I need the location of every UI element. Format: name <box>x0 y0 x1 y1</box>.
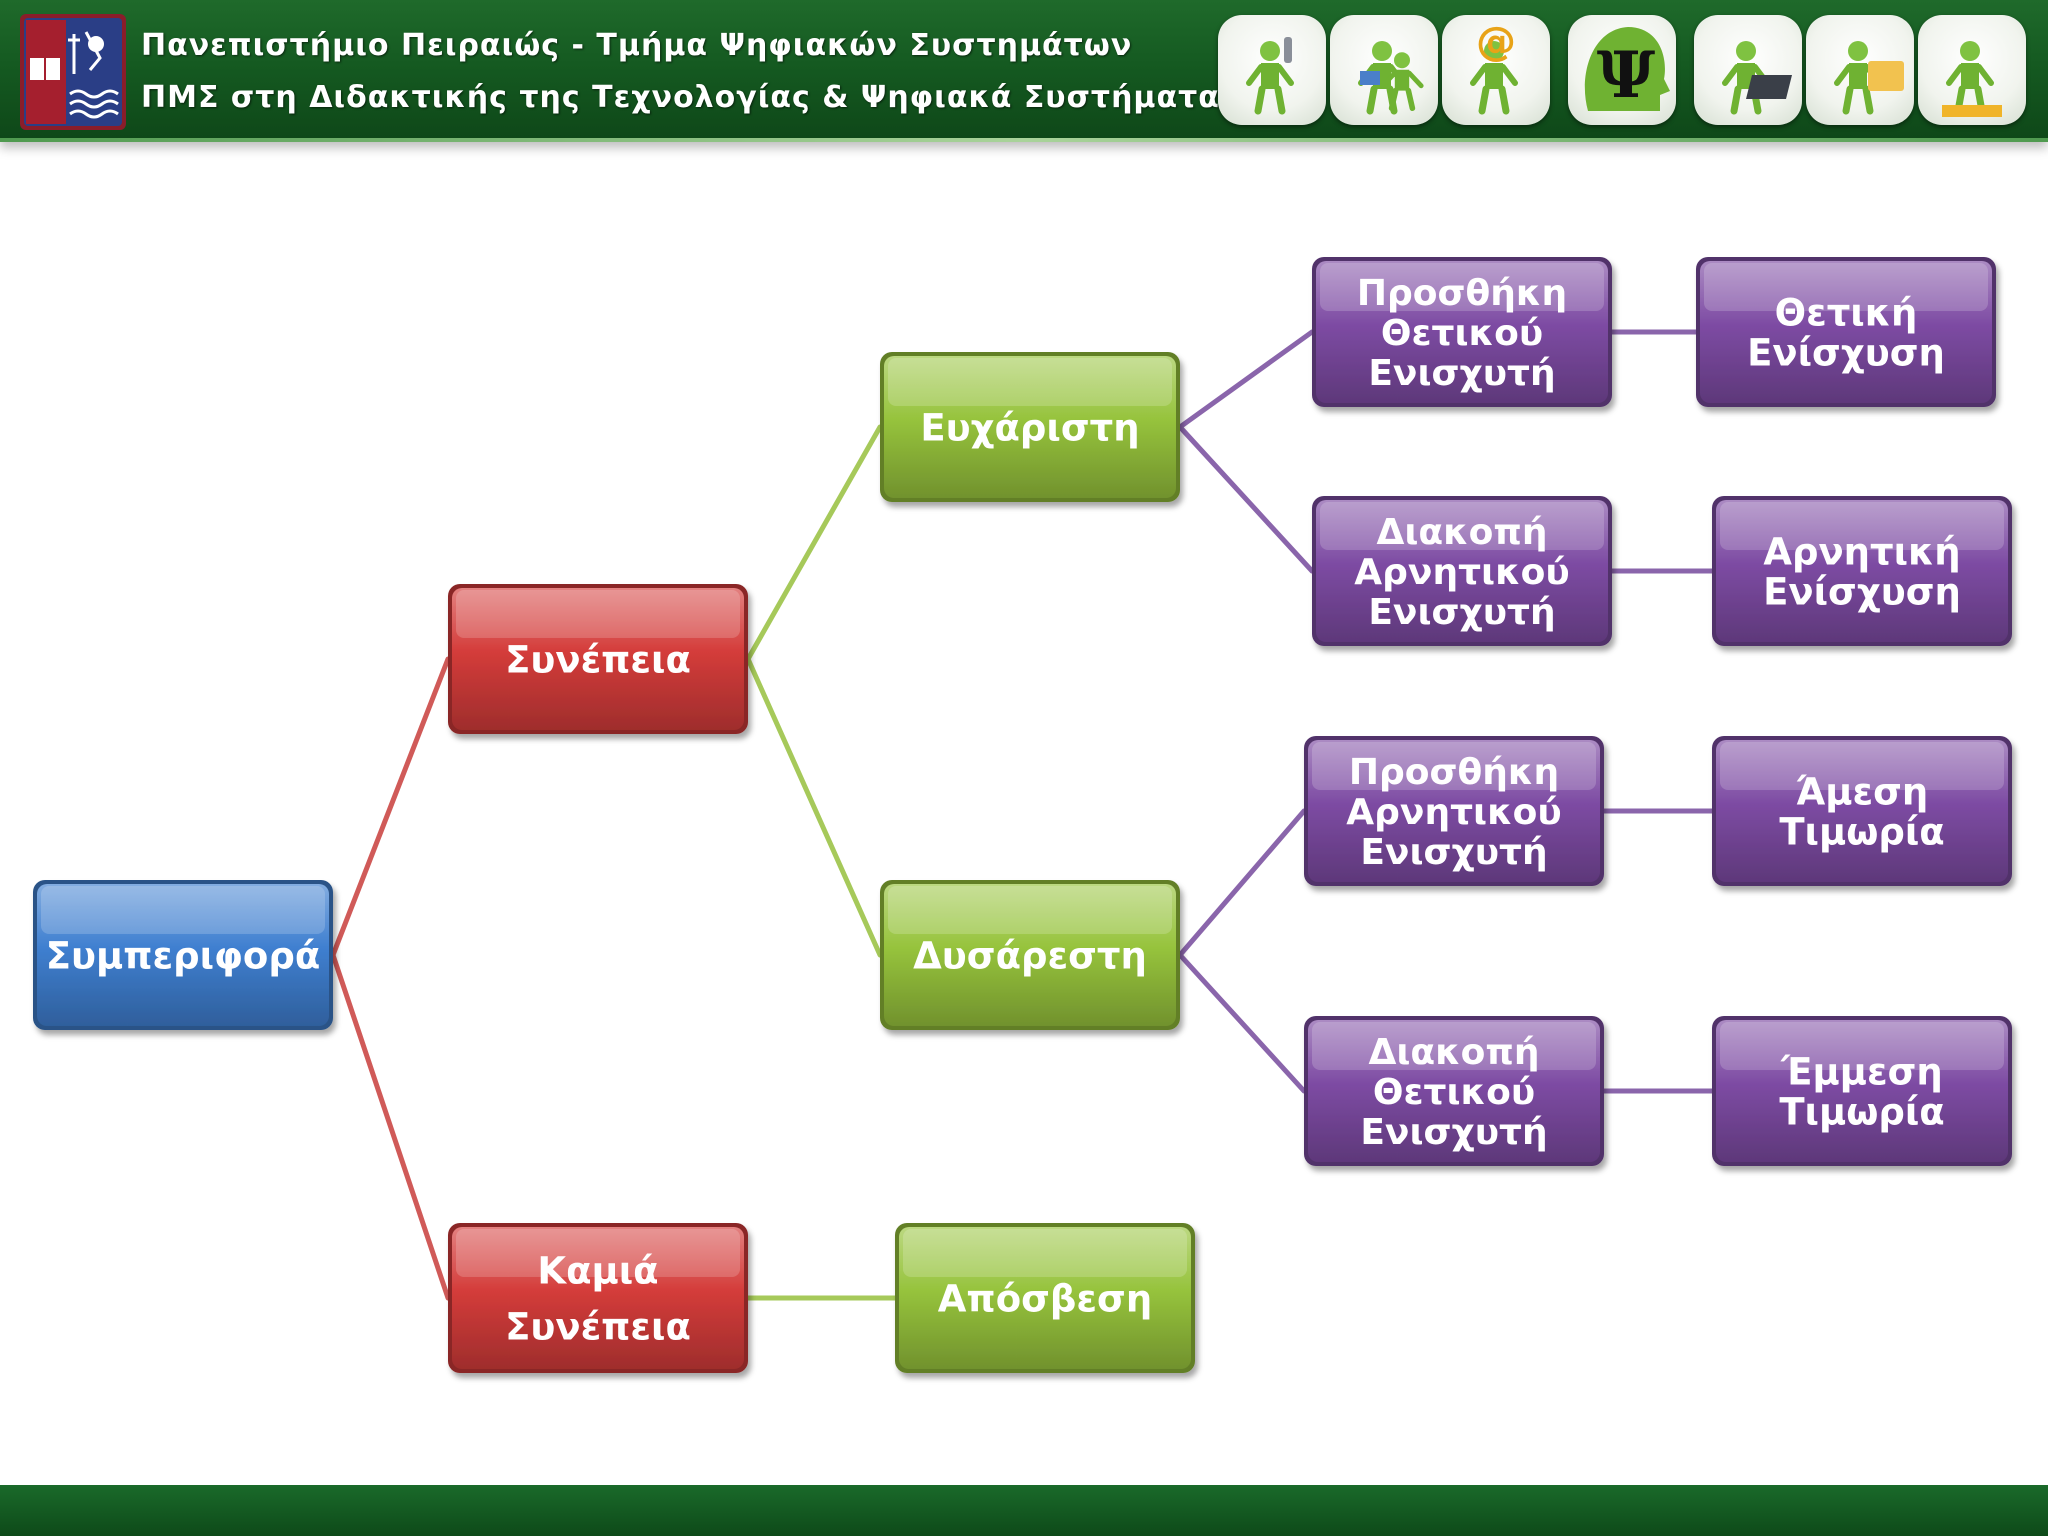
header-subtitle: ΠΜΣ στη Διδακτικής της Τεχνολογίας & Ψηφ… <box>141 80 1220 115</box>
person-on-puzzle-icon <box>1918 15 2026 125</box>
header-bar: Πανεπιστήμιο Πειραιώς - Τμήμα Ψηφιακών Σ… <box>0 0 2048 142</box>
node-label: Άμεση <box>1796 770 1928 813</box>
university-of-piraeus-logo <box>20 14 126 130</box>
node-label: Ενισχυτή <box>1368 592 1555 633</box>
edge-consequence-to-unpleasant <box>745 656 883 958</box>
edge-unpleasant-to-remove-positive <box>1177 952 1307 1094</box>
psi-head-icon: Ψ <box>1568 15 1676 125</box>
node-consequence: Συνέπεια <box>448 584 748 734</box>
edge-pleasant-to-remove-negative <box>1177 424 1315 574</box>
edge-consequence-to-pleasant <box>745 424 883 662</box>
diagram-edges <box>330 329 1715 1301</box>
person-with-microphone-icon <box>1218 15 1326 125</box>
edge-behavior-to-no-consequence <box>330 952 451 1301</box>
diagram-nodes: ΣυμπεριφοράΣυνέπειαΚαμιάΣυνέπειαΕυχάριστ… <box>33 257 2012 1373</box>
node-label: Δυσάρεστη <box>913 934 1147 977</box>
person-with-at-sign-icon: @ <box>1442 15 1550 125</box>
node-label: Συνέπεια <box>505 1305 691 1348</box>
node-label: Απόσβεση <box>938 1277 1152 1320</box>
node-label: Θετικού <box>1373 1072 1535 1113</box>
edge-behavior-to-consequence <box>330 656 451 958</box>
node-label: Θετικού <box>1381 313 1543 354</box>
node-label: Ενισχυτή <box>1360 832 1547 873</box>
node-label: Θετική <box>1775 291 1918 334</box>
node-label: Έμμεση <box>1780 1050 1943 1093</box>
node-label: Συμπεριφορά <box>46 934 321 977</box>
header-icon-strip: @Ψ <box>1218 15 2038 127</box>
footer-bar <box>0 1485 2048 1536</box>
edge-pleasant-to-add-positive <box>1177 329 1315 430</box>
node-label: Διακοπή <box>1368 1032 1539 1073</box>
node-pleasant: Ευχάριστη <box>880 352 1180 502</box>
header-title: Πανεπιστήμιο Πειραιώς - Τμήμα Ψηφιακών Σ… <box>141 28 1133 63</box>
person-with-laptop-icon <box>1694 15 1802 125</box>
node-label: Αρνητική <box>1763 530 1960 573</box>
node-label: Τιμωρία <box>1779 1090 1944 1133</box>
node-label: Ενίσχυση <box>1747 331 1945 374</box>
svg-text:@: @ <box>1476 19 1516 65</box>
node-label: Ενισχυτή <box>1368 353 1555 394</box>
node-extinction: Απόσβεση <box>895 1223 1195 1373</box>
edge-unpleasant-to-add-negative <box>1177 808 1307 958</box>
two-people-reading-icon <box>1330 15 1438 125</box>
node-behavior: Συμπεριφορά <box>33 880 333 1030</box>
node-label: Αρνητικού <box>1346 792 1561 833</box>
node-label: Ενισχυτή <box>1360 1112 1547 1153</box>
node-label: Διακοπή <box>1376 512 1547 553</box>
node-label: Καμιά <box>537 1249 658 1292</box>
node-label: Προσθήκη <box>1349 752 1559 793</box>
person-with-folder-icon <box>1806 15 1914 125</box>
node-label: Συνέπεια <box>505 638 691 681</box>
node-label: Ευχάριστη <box>920 406 1139 449</box>
svg-text:Ψ: Ψ <box>1597 38 1656 113</box>
node-unpleasant: Δυσάρεστη <box>880 880 1180 1030</box>
node-label: Προσθήκη <box>1357 273 1567 314</box>
node-label: Ενίσχυση <box>1763 570 1961 613</box>
node-label: Αρνητικού <box>1354 552 1569 593</box>
node-label: Τιμωρία <box>1779 810 1944 853</box>
